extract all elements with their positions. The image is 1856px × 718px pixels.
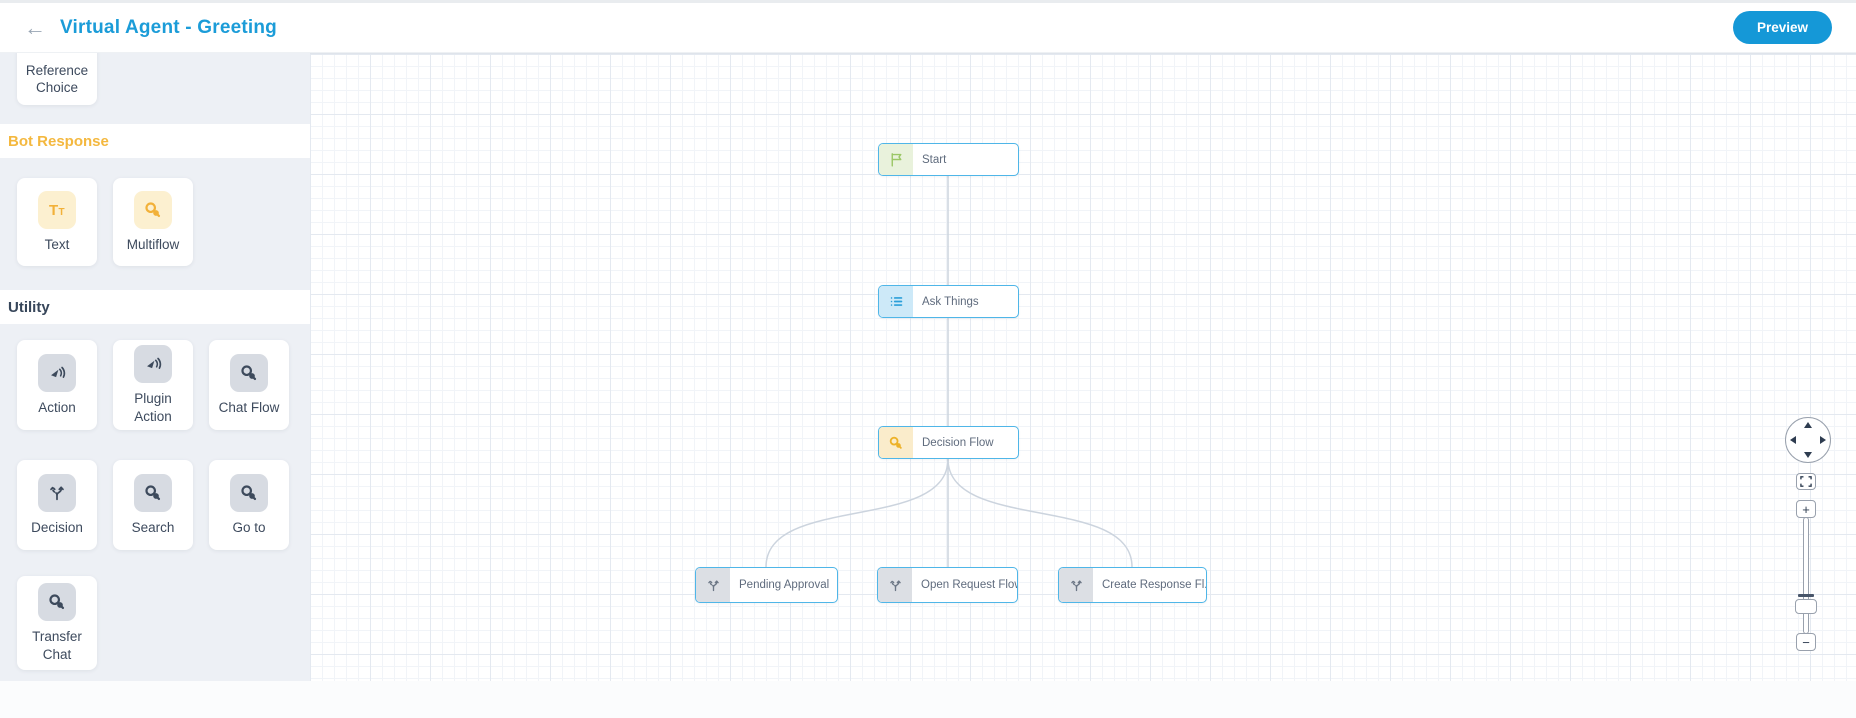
section-title: Bot Response <box>8 132 109 150</box>
palette-item-label: Search <box>131 519 175 535</box>
fit-view-button[interactable] <box>1796 473 1816 490</box>
list-icon <box>879 286 913 317</box>
flow-node-decision-flow[interactable]: Decision Flow <box>878 426 1019 459</box>
megaphone-icon <box>134 344 172 383</box>
zoom-in-button[interactable]: + <box>1796 500 1816 518</box>
palette-item-plugin-action[interactable]: Plugin Action <box>113 340 193 430</box>
header: ← Virtual Agent - Greeting Preview <box>0 3 1856 53</box>
node-label: Decision Flow <box>922 436 994 449</box>
palette-item-label: Action <box>38 399 76 415</box>
palette-item-label: Go to <box>232 519 266 535</box>
key-icon <box>134 190 172 229</box>
palette-item-decision[interactable]: Decision <box>17 460 97 550</box>
palette-item-text[interactable]: T T Text <box>17 178 97 266</box>
flow-node-pending-approval[interactable]: Pending Approval <box>695 567 838 603</box>
palette-item-search[interactable]: Search <box>113 460 193 550</box>
palette-item-label: Transfer Chat <box>32 628 82 662</box>
node-label: Ask Things <box>922 295 979 308</box>
key-icon <box>38 582 76 621</box>
top-strip <box>0 0 1856 3</box>
page-title: Virtual Agent - Greeting <box>60 16 277 38</box>
preview-button[interactable]: Preview <box>1732 11 1832 44</box>
node-label: Create Response Fl.. <box>1102 579 1207 591</box>
palette-item-label: Decision <box>31 519 83 535</box>
palette-item-multiflow[interactable]: Multiflow <box>113 178 193 266</box>
palette-item-label: Multiflow <box>126 236 180 252</box>
node-label: Pending Approval <box>739 579 830 591</box>
key-icon <box>134 473 172 512</box>
palette-item-label: Plugin Action <box>134 390 172 424</box>
flow-node-ask-things[interactable]: Ask Things <box>878 285 1019 318</box>
pan-arrows-icon <box>1790 422 1826 458</box>
flow-node-start[interactable]: Start <box>878 143 1019 176</box>
zoom-level-indicator <box>1798 594 1814 597</box>
zoom-slider-handle[interactable] <box>1795 599 1817 614</box>
edge-decisionflow-pendingapproval <box>765 458 949 568</box>
section-header-utility: Utility <box>0 290 310 324</box>
flow-node-open-request-flow[interactable]: Open Request Flow <box>877 567 1018 603</box>
palette-item-label: Chat Flow <box>218 399 280 415</box>
bottom-strip <box>0 681 1856 718</box>
zoom-out-button[interactable]: − <box>1796 633 1816 651</box>
section-header-bot-response: Bot Response <box>0 124 310 158</box>
node-label: Open Request Flow <box>921 579 1018 591</box>
flow-node-create-response-flow[interactable]: Create Response Fl.. <box>1058 567 1207 603</box>
key-icon <box>879 427 913 458</box>
flow-canvas[interactable]: Start Ask Things Decision Flow <box>310 53 1856 681</box>
flag-icon <box>879 144 913 175</box>
palette-item-transfer-chat[interactable]: Transfer Chat <box>17 576 97 670</box>
fork-icon <box>38 473 76 512</box>
key-icon <box>230 353 268 392</box>
key-icon <box>230 473 268 512</box>
palette-item-chat-flow[interactable]: Chat Flow <box>209 340 289 430</box>
section-title: Utility <box>8 298 50 316</box>
edge-decisionflow-createresponse <box>947 458 1133 568</box>
node-label: Start <box>922 153 947 166</box>
palette-item-go-to[interactable]: Go to <box>209 460 289 550</box>
megaphone-icon <box>38 353 76 392</box>
fork-icon <box>1059 568 1093 602</box>
text-icon-glyph-small: T <box>59 207 65 218</box>
text-icon-glyph-big: T <box>49 202 58 219</box>
palette-item-label: Text <box>44 236 70 252</box>
fork-icon <box>878 568 912 602</box>
zoom-slider-track[interactable] <box>1803 517 1809 634</box>
fork-icon <box>696 568 730 602</box>
pan-control[interactable] <box>1785 417 1831 463</box>
palette-item-action[interactable]: Action <box>17 340 97 430</box>
fit-view-icon <box>1800 476 1812 487</box>
text-icon: T T <box>38 190 76 229</box>
back-arrow-icon[interactable]: ← <box>24 14 46 40</box>
